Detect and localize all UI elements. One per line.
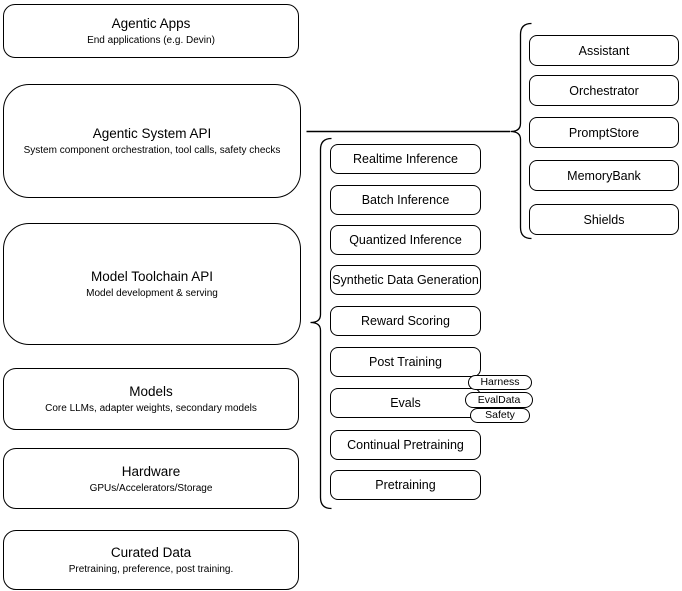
box-evals: Evals	[330, 388, 481, 418]
pill-safety: Safety	[470, 408, 530, 423]
box-post-training: Post Training	[330, 347, 481, 377]
box-label: Post Training	[369, 355, 442, 369]
box-label: Orchestrator	[569, 83, 639, 98]
box-title: Model Toolchain API	[90, 269, 214, 284]
box-subtitle: Model development & serving	[86, 288, 218, 299]
box-label: Reward Scoring	[361, 314, 450, 328]
box-title: Hardware	[121, 463, 181, 479]
box-realtime-inference: Realtime Inference	[330, 144, 481, 174]
box-agentic-apps: Agentic Apps End applications (e.g. Devi…	[3, 4, 299, 58]
box-subtitle: GPUs/Accelerators/Storage	[89, 482, 213, 494]
box-reward-scoring: Reward Scoring	[330, 306, 481, 336]
box-label: PromptStore	[568, 125, 640, 140]
pill-label: Safety	[485, 409, 515, 421]
box-label: Synthetic Data Generation	[332, 273, 479, 287]
box-subtitle: Core LLMs, adapter weights, secondary mo…	[45, 403, 257, 414]
pill-label: Harness	[480, 376, 520, 388]
box-subtitle: System component orchestration, tool cal…	[23, 145, 281, 156]
box-subtitle: End applications (e.g. Devin)	[87, 35, 215, 46]
box-label: Assistant	[578, 43, 630, 58]
box-label: Realtime Inference	[353, 152, 458, 166]
box-pretraining: Pretraining	[330, 470, 481, 500]
box-orchestrator: Orchestrator	[529, 75, 679, 106]
box-batch-inference: Batch Inference	[330, 185, 481, 215]
box-assistant: Assistant	[529, 35, 679, 66]
box-label: Pretraining	[375, 478, 436, 492]
box-label: Quantized Inference	[349, 233, 462, 247]
box-quantized-inference: Quantized Inference	[330, 225, 481, 255]
box-label: Evals	[390, 396, 421, 410]
bracket-toolchain-components	[310, 137, 332, 510]
box-label: MemoryBank	[567, 168, 641, 183]
box-label: Batch Inference	[361, 193, 450, 207]
box-synthetic-data-generation: Synthetic Data Generation	[330, 265, 481, 295]
box-title: Agentic System API	[92, 126, 212, 141]
box-subtitle: Pretraining, preference, post training.	[68, 564, 234, 575]
box-models: Models Core LLMs, adapter weights, secon…	[3, 368, 299, 430]
box-promptstore: PromptStore	[529, 117, 679, 148]
box-title: Models	[129, 384, 173, 399]
pill-harness: Harness	[468, 375, 532, 390]
box-curated-data: Curated Data Pretraining, preference, po…	[3, 530, 299, 590]
pill-label: EvalData	[477, 393, 521, 406]
box-label: Shields	[583, 212, 625, 227]
pill-evaldata: EvalData	[465, 392, 533, 408]
box-title: Curated Data	[110, 545, 192, 560]
box-shields: Shields	[529, 204, 679, 235]
box-model-toolchain-api: Model Toolchain API Model development & …	[3, 223, 301, 345]
box-agentic-system-api: Agentic System API System component orch…	[3, 84, 301, 198]
box-label: Continual Pretraining	[347, 438, 464, 452]
box-continual-pretraining: Continual Pretraining	[330, 430, 481, 460]
box-memorybank: MemoryBank	[529, 160, 679, 191]
box-hardware: Hardware GPUs/Accelerators/Storage	[3, 448, 299, 509]
box-title: Agentic Apps	[111, 16, 191, 31]
